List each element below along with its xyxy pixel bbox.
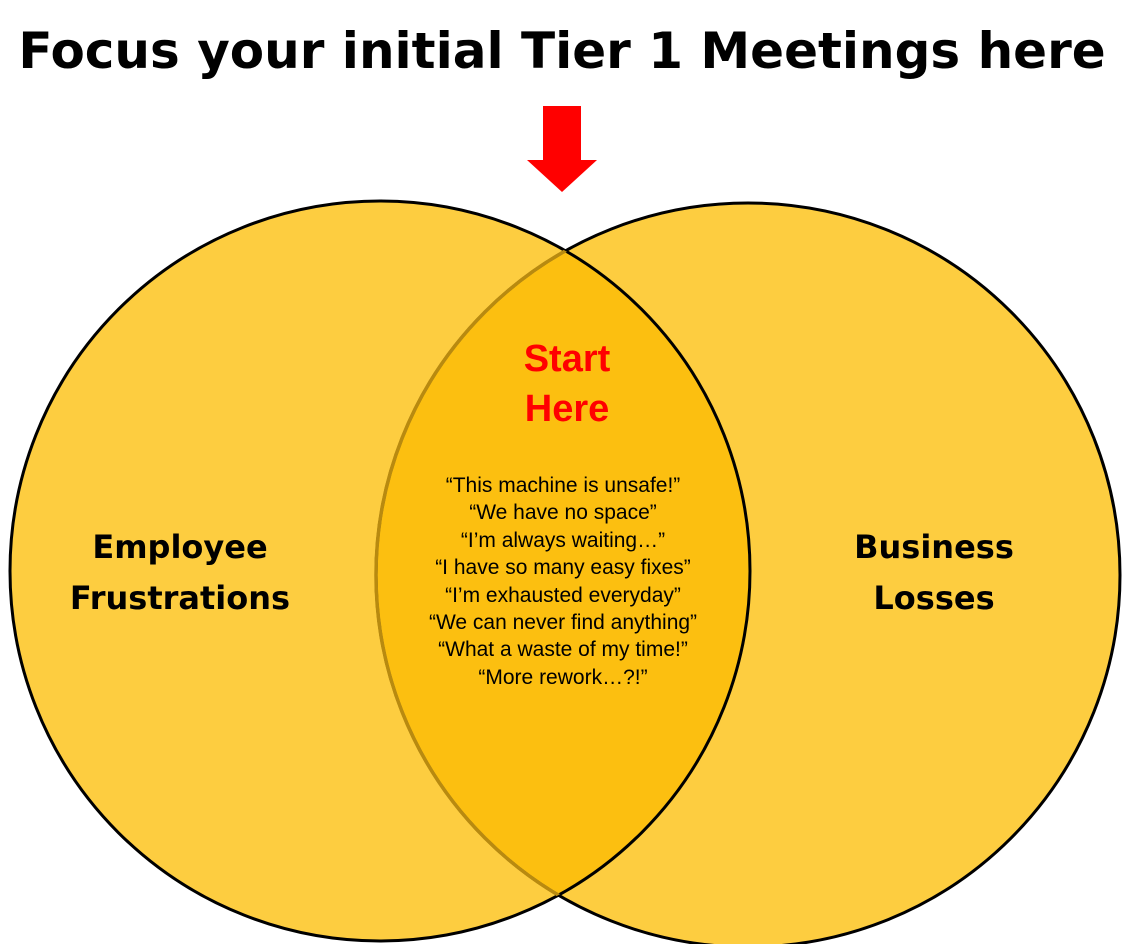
right-circle-label: Business Losses bbox=[814, 522, 1054, 624]
quote-item: “I’m always waiting…” bbox=[460, 528, 666, 552]
left-circle-outline bbox=[8, 199, 752, 943]
start-here-line2: Here bbox=[524, 388, 610, 430]
overlap-region bbox=[376, 203, 750, 941]
left-circle-label: Employee Frustrations bbox=[48, 522, 312, 624]
left-circle-label-line2: Frustrations bbox=[69, 579, 291, 617]
quote-item: “I’m exhausted everyday” bbox=[445, 583, 681, 607]
quote-item: “We can never find anything” bbox=[428, 611, 698, 635]
quote-item: “More rework…?!” bbox=[478, 665, 648, 689]
quote-item: “This machine is unsafe!” bbox=[445, 474, 681, 497]
down-arrow-icon bbox=[527, 106, 597, 192]
page-title: Focus your initial Tier 1 Meetings here bbox=[18, 22, 1106, 80]
start-here-line1: Start bbox=[523, 338, 611, 380]
left-circle-label-line1: Employee bbox=[92, 528, 268, 566]
right-circle-label-line1: Business bbox=[854, 528, 1014, 566]
quotes-list: “This machine is unsafe!” “We have no sp… bbox=[388, 472, 738, 691]
quote-item: “We have no space” bbox=[469, 501, 657, 525]
quote-item: “What a waste of my time!” bbox=[438, 638, 688, 662]
right-circle-label-line2: Losses bbox=[873, 579, 995, 617]
quote-item: “I have so many easy fixes” bbox=[435, 556, 691, 580]
start-here-heading: Start Here bbox=[467, 334, 667, 434]
